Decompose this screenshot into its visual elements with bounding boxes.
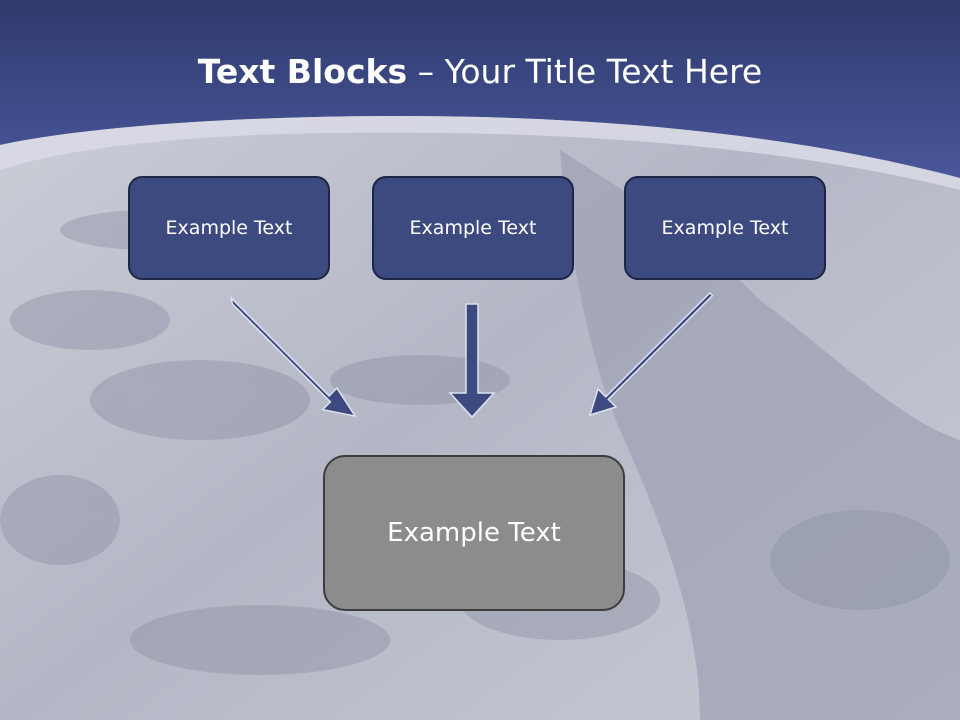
text-block-right[interactable]: Example Text (624, 176, 826, 280)
text-block-left[interactable]: Example Text (128, 176, 330, 280)
canyon-shadow (560, 150, 960, 720)
text-block-center-label: Example Text (409, 217, 537, 239)
arrow-left-down (229, 295, 357, 418)
title-rest-text: Your Title Text Here (444, 52, 763, 91)
title-separator: – (407, 52, 445, 91)
header-arc (0, 115, 960, 190)
text-block-bottom-label: Example Text (387, 518, 561, 548)
header-band (0, 0, 960, 178)
title-bold-text: Text Blocks (197, 52, 408, 91)
arrow-center-down (448, 303, 496, 419)
arrow-right-down (588, 291, 714, 417)
text-block-center[interactable]: Example Text (372, 176, 574, 280)
text-block-left-label: Example Text (165, 217, 293, 239)
slide-title: Text Blocks – Your Title Text Here (0, 52, 960, 91)
text-block-right-label: Example Text (661, 217, 789, 239)
text-block-bottom[interactable]: Example Text (323, 455, 625, 611)
